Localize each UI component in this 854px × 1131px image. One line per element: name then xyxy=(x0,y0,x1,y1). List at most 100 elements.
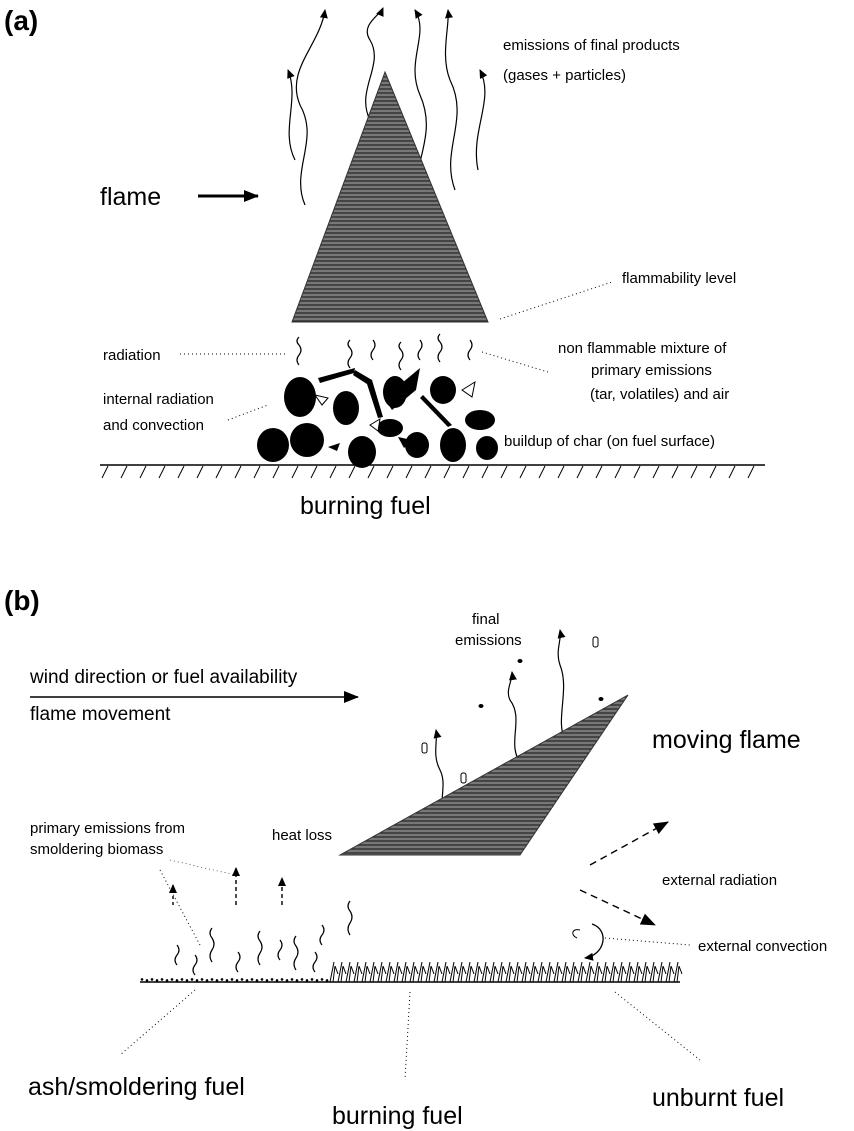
final-label-2: emissions xyxy=(455,632,522,649)
ash-dot xyxy=(195,979,199,982)
ash-dot xyxy=(260,978,264,981)
fuel-blade xyxy=(545,961,555,983)
fuel-blade xyxy=(641,961,651,983)
hatch-stroke xyxy=(595,465,603,479)
primary-label-1: primary emissions from xyxy=(30,820,185,837)
fuel-blade xyxy=(361,961,371,983)
hatch-stroke xyxy=(690,465,698,479)
external-convection-label: external convection xyxy=(698,938,827,955)
fuel-blade xyxy=(393,961,403,983)
hatch-stroke xyxy=(329,465,337,479)
fuel-blade xyxy=(529,961,539,983)
hatch-stroke xyxy=(310,465,318,479)
fuel-blade xyxy=(553,961,563,983)
panel-a-tag: (a) xyxy=(4,5,38,36)
ash-dot xyxy=(295,979,299,982)
hatch-stroke xyxy=(196,465,204,479)
flammability-leader xyxy=(499,281,613,320)
ash-dot xyxy=(160,978,164,981)
fuel-blade xyxy=(497,961,507,983)
ash-dot xyxy=(170,978,174,981)
fuel-blade xyxy=(441,961,451,983)
fuel-blade xyxy=(337,961,347,983)
external-convection-icon xyxy=(572,923,691,961)
fuel-blade xyxy=(609,961,619,983)
hatch-stroke xyxy=(671,465,679,479)
ash-dot xyxy=(250,978,254,981)
internal-leader xyxy=(227,404,269,421)
internal-label-2: and convection xyxy=(103,417,204,434)
fuel-blade xyxy=(633,961,643,983)
ash-dot xyxy=(210,978,214,981)
ash-dot xyxy=(280,978,284,981)
flame-label: flame xyxy=(100,183,161,211)
primary-leader xyxy=(159,869,201,946)
flammability-label: flammability level xyxy=(622,270,736,287)
ash-dot xyxy=(220,978,224,981)
ash-dot xyxy=(245,979,249,982)
fuel-blade xyxy=(433,961,443,983)
radiation-label: radiation xyxy=(103,347,161,364)
fuel-blade xyxy=(449,961,459,983)
hatch-stroke xyxy=(234,465,242,479)
ash-label: ash/smoldering fuel xyxy=(28,1073,245,1101)
emissions-label-2: (gases + particles) xyxy=(503,67,626,84)
moving-flame-label: moving flame xyxy=(652,726,801,754)
moving-flame-triangle xyxy=(338,694,629,856)
ash-dot xyxy=(225,979,229,982)
fuel-particles xyxy=(257,368,498,468)
ash-layer xyxy=(140,978,329,982)
nonflammable-leader xyxy=(481,351,549,373)
fuel-blade xyxy=(345,961,355,983)
smoldering-squiggles xyxy=(174,900,353,976)
fuel-blade xyxy=(417,961,427,983)
fuel-blade xyxy=(465,961,475,983)
hatch-stroke xyxy=(557,465,565,479)
fuel-blade xyxy=(649,961,659,983)
burning-fuel-label-b: burning fuel xyxy=(332,1102,463,1130)
nonflammable-label-1: non flammable mixture of xyxy=(558,340,727,357)
ash-dot xyxy=(320,978,324,981)
fuel-blade xyxy=(457,961,467,983)
fuel-blade xyxy=(585,961,595,983)
hatch-stroke xyxy=(443,465,451,479)
hatch-stroke xyxy=(462,465,470,479)
primary-label-2: smoldering biomass xyxy=(30,841,163,858)
ash-dot xyxy=(270,978,274,981)
hatch-stroke xyxy=(652,465,660,479)
nonflammable-label-2: primary emissions xyxy=(591,362,712,379)
hatch-stroke xyxy=(405,465,413,479)
ash-dot xyxy=(285,979,289,982)
fuel-blade xyxy=(481,961,491,983)
heat-loss-label: heat loss xyxy=(272,827,332,844)
fuel-blade xyxy=(425,961,435,983)
ash-dot xyxy=(145,979,149,982)
ash-dot xyxy=(255,979,259,982)
hatch-stroke xyxy=(519,465,527,479)
hatch-stroke xyxy=(500,465,508,479)
fuel-blade xyxy=(409,961,419,983)
fuel-blade xyxy=(593,961,603,983)
fuel-blade xyxy=(521,961,531,983)
external-radiation-arrows xyxy=(579,821,669,926)
hatch-stroke xyxy=(576,465,584,479)
unburnt-fuel-layer xyxy=(329,961,683,983)
ash-dot xyxy=(305,979,309,982)
fuel-blade xyxy=(601,961,611,983)
heat-loss-arrows xyxy=(169,859,286,905)
ash-dot xyxy=(310,978,314,981)
fuel-blade xyxy=(353,961,363,983)
ground-hatching-a xyxy=(101,465,755,479)
hatch-stroke xyxy=(139,465,147,479)
ash-dot xyxy=(165,979,169,982)
fuel-blade xyxy=(665,961,675,983)
hatch-stroke xyxy=(120,465,128,479)
fuel-blade xyxy=(385,961,395,983)
hatch-stroke xyxy=(291,465,299,479)
panel-b: (b) final emissions wind direction or fu… xyxy=(4,585,827,1130)
fuel-blade xyxy=(657,961,667,983)
hatch-stroke xyxy=(215,465,223,479)
radiation-squiggles xyxy=(296,333,473,371)
fuel-blade xyxy=(401,961,411,983)
fuel-blade xyxy=(473,961,483,983)
